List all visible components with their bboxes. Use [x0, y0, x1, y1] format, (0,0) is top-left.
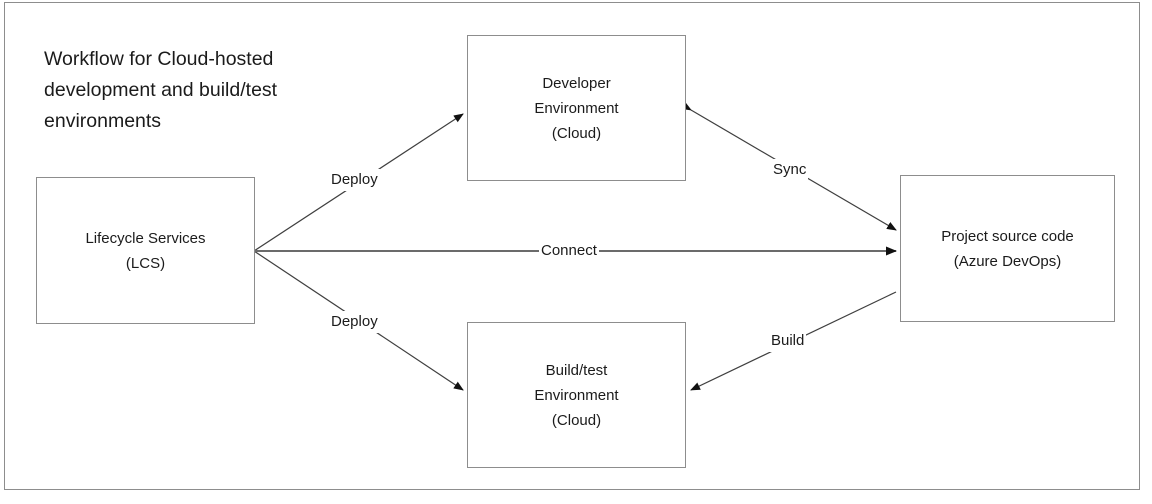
node-developer-environment[interactable]: Developer Environment (Cloud): [467, 35, 686, 181]
edge-label-deploy-bottom: Deploy: [329, 311, 380, 333]
edge-label-build: Build: [769, 330, 807, 352]
node-lifecycle-services[interactable]: Lifecycle Services (LCS): [36, 177, 255, 324]
edge-label-deploy-top: Deploy: [329, 169, 380, 191]
edge-label-sync: Sync: [771, 159, 809, 181]
diagram-title: Workflow for Cloud-hosted development an…: [44, 48, 278, 132]
node-project-source-code[interactable]: Project source code (Azure DevOps): [900, 175, 1115, 322]
edge-label-connect: Connect: [539, 240, 599, 262]
node-build-test-environment[interactable]: Build/test Environment (Cloud): [467, 322, 686, 468]
